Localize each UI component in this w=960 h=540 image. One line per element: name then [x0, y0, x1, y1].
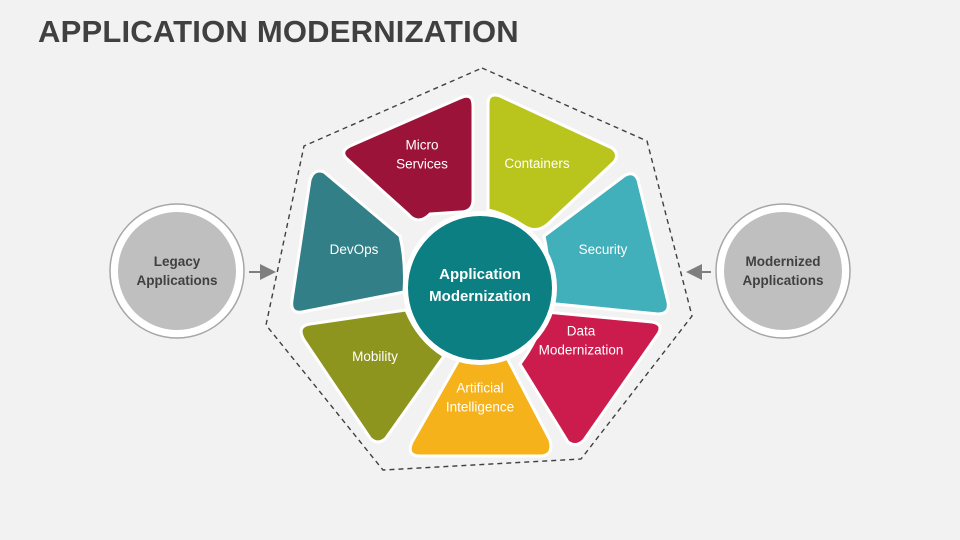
segment-micro-services[interactable] [342, 94, 475, 222]
legacy-label-line1: Legacy [154, 254, 201, 269]
modernized-label-line2: Applications [742, 273, 823, 288]
segment-label-containers: Containers [504, 156, 570, 171]
segment-label-artificial-intelligence: Intelligence [446, 400, 514, 415]
page-title: APPLICATION MODERNIZATION [38, 14, 519, 49]
modernized-applications-node[interactable]: Modernized Applications [715, 203, 851, 339]
segment-label-devops: DevOps [330, 242, 379, 257]
modernized-label-line1: Modernized [745, 254, 820, 269]
legacy-label-line2: Applications [136, 273, 217, 288]
center-circle-fill [408, 216, 552, 360]
center-label-line2: Modernization [429, 288, 531, 305]
center-label-line1: Application [439, 266, 521, 283]
segment-label-mobility: Mobility [352, 349, 398, 364]
segment-label-data-modernization: Modernization [539, 343, 624, 358]
segment-label-artificial-intelligence: Artificial [456, 381, 503, 396]
segment-label-security: Security [579, 242, 628, 257]
segment-label-micro-services: Micro [406, 138, 439, 153]
legacy-applications-node[interactable]: Legacy Applications [109, 203, 245, 339]
dashed-heptagon-outline [265, 67, 693, 471]
segment-devops[interactable] [290, 169, 406, 314]
segment-label-micro-services: Services [396, 157, 448, 172]
segment-label-data-modernization: Data [567, 324, 596, 339]
